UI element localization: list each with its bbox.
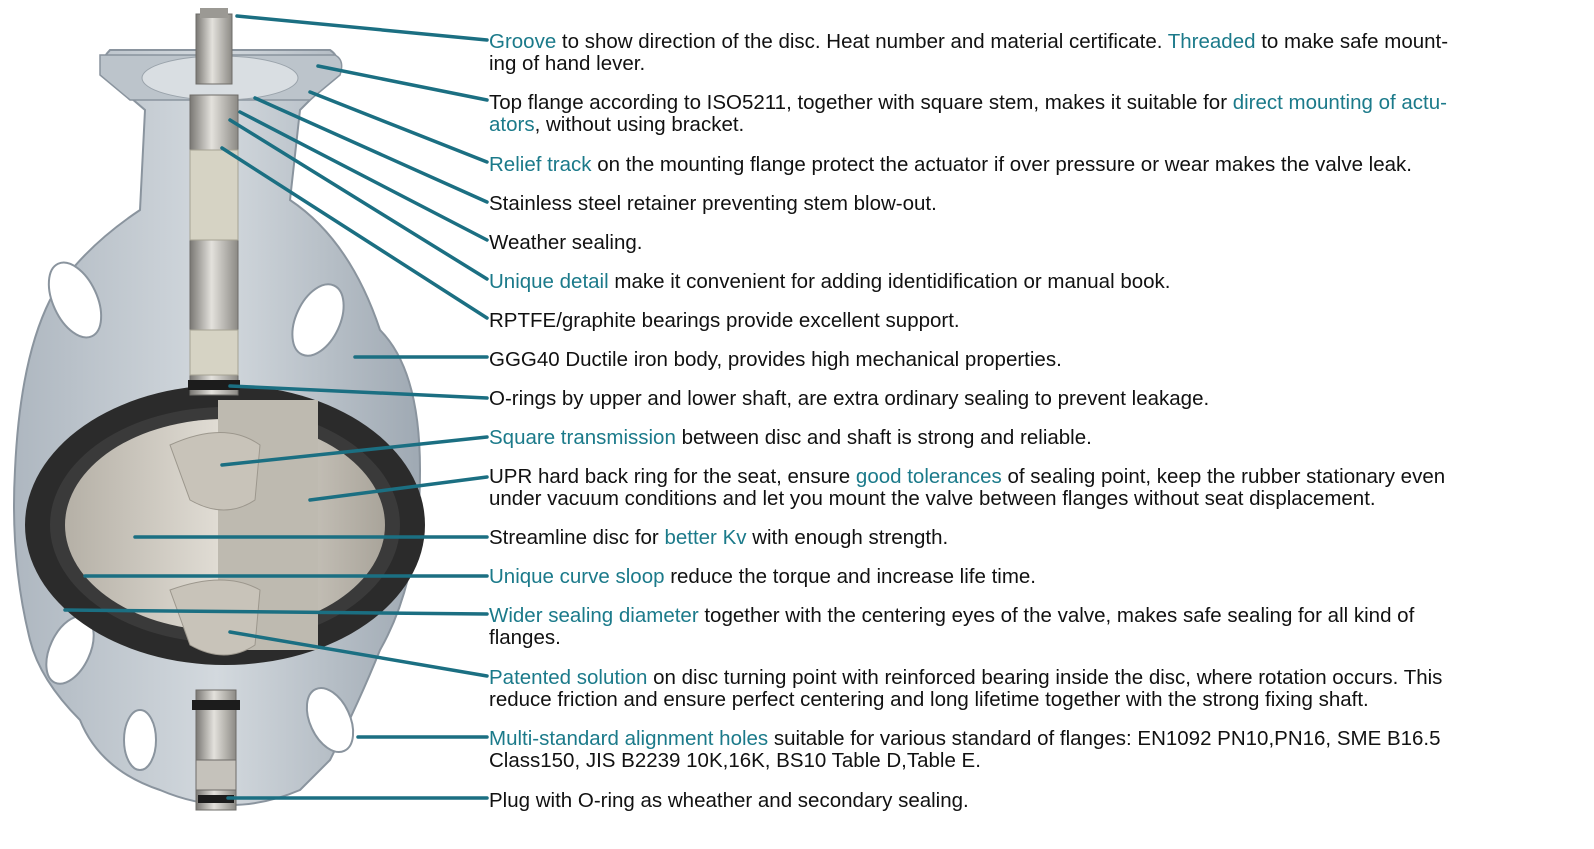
- callout-text: RPTFE/graphite bearings provide excellen…: [489, 309, 960, 332]
- callout-line: UPR hard back ring for the seat, ensure …: [489, 466, 1551, 488]
- callout-text: Streamline disc for: [489, 526, 665, 549]
- callout-text: O-rings by upper and lower shaft, are ex…: [489, 387, 1210, 410]
- callout-ductile-iron-body: GGG40 Ductile iron body, provides high m…: [489, 349, 1551, 371]
- callout-line: Stainless steel retainer preventing stem…: [489, 193, 1551, 215]
- callout-line: Groove to show direction of the disc. He…: [489, 31, 1551, 53]
- callout-o-rings: O-rings by upper and lower shaft, are ex…: [489, 388, 1551, 410]
- leader-line: [220, 146, 489, 320]
- callout-text: to show direction of the disc. Heat numb…: [556, 30, 1168, 53]
- leader-line: [308, 90, 489, 164]
- highlight-term: Square transmission: [489, 426, 676, 449]
- callout-text: Stainless steel retainer preventing stem…: [489, 192, 937, 215]
- highlight-term: ators: [489, 113, 535, 136]
- callout-text: Class150, JIS B2239 10K,16K, BS10 Table …: [489, 749, 981, 772]
- callout-text: between disc and shaft is strong and rel…: [675, 426, 1092, 449]
- leader-line: [220, 435, 489, 467]
- highlight-term: Relief track: [489, 153, 592, 176]
- highlight-term: Threaded: [1167, 30, 1256, 53]
- callout-top-flange: Top flange according to ISO5211, togethe…: [489, 92, 1551, 136]
- callout-sealing-diameter: Wider sealing diameter together with the…: [489, 605, 1551, 649]
- callout-plug: Plug with O-ring as wheather and seconda…: [489, 790, 1551, 812]
- callout-relief-track: Relief track on the mounting flange prot…: [489, 154, 1551, 176]
- callout-back-ring: UPR hard back ring for the seat, ensure …: [489, 466, 1551, 510]
- leader-line: [63, 608, 489, 616]
- leader-line: [238, 110, 489, 242]
- highlight-term: Groove: [489, 30, 557, 53]
- callout-line: RPTFE/graphite bearings provide excellen…: [489, 310, 1551, 332]
- callout-alignment-holes: Multi-standard alignment holes suitable …: [489, 728, 1551, 772]
- callout-line: Top flange according to ISO5211, togethe…: [489, 92, 1551, 114]
- leader-line: [308, 475, 489, 502]
- callout-line: GGG40 Ductile iron body, provides high m…: [489, 349, 1551, 371]
- callout-text: , without using bracket.: [534, 113, 745, 136]
- callout-text: with enough strength.: [746, 526, 949, 549]
- highlight-term: better Kv: [664, 526, 747, 549]
- highlight-term: Unique curve sloop: [489, 565, 665, 588]
- highlight-term: good tolerances: [855, 465, 1002, 488]
- callout-text: to make safe mount-: [1255, 30, 1449, 53]
- highlight-term: Patented solution: [489, 666, 648, 689]
- callout-unique-detail: Unique detail make it convenient for add…: [489, 271, 1551, 293]
- callout-streamline-disc: Streamline disc for better Kv with enoug…: [489, 527, 1551, 549]
- callout-line: Square transmission between disc and sha…: [489, 427, 1551, 449]
- callout-text: Plug with O-ring as wheather and seconda…: [489, 789, 969, 812]
- leader-line: [316, 64, 489, 102]
- highlight-term: Wider sealing diameter: [489, 604, 699, 627]
- callout-text: on disc turning point with reinforced be…: [647, 666, 1443, 689]
- highlight-term: Unique detail: [489, 270, 609, 293]
- callout-text: together with the centering eyes of the …: [698, 604, 1415, 627]
- disc: [65, 400, 385, 656]
- callout-weather-sealing: Weather sealing.: [489, 232, 1551, 254]
- callout-text: ing of hand lever.: [489, 52, 646, 75]
- callout-line: reduce friction and ensure perfect cente…: [489, 689, 1551, 711]
- callout-square-transmission: Square transmission between disc and sha…: [489, 427, 1551, 449]
- callout-text: under vacuum conditions and let you moun…: [489, 487, 1376, 510]
- callout-line: Patented solution on disc turning point …: [489, 667, 1551, 689]
- callout-line: ing of hand lever.: [489, 53, 1551, 75]
- callout-line: under vacuum conditions and let you moun…: [489, 488, 1551, 510]
- callout-line: Plug with O-ring as wheather and seconda…: [489, 790, 1551, 812]
- leader-line: [253, 96, 489, 204]
- highlight-term: Multi-standard alignment holes: [489, 727, 769, 750]
- callout-text: reduce friction and ensure perfect cente…: [489, 688, 1369, 711]
- callout-line: O-rings by upper and lower shaft, are ex…: [489, 388, 1551, 410]
- leader-line: [228, 118, 489, 281]
- callout-text: UPR hard back ring for the seat, ensure: [489, 465, 856, 488]
- callout-line: Class150, JIS B2239 10K,16K, BS10 Table …: [489, 750, 1551, 772]
- stem-shaft: [188, 8, 240, 811]
- callout-groove: Groove to show direction of the disc. He…: [489, 31, 1551, 75]
- callout-text: reduce the torque and increase life time…: [664, 565, 1036, 588]
- callout-line: Unique detail make it convenient for add…: [489, 271, 1551, 293]
- callout-text: GGG40 Ductile iron body, provides high m…: [489, 348, 1062, 371]
- callout-line: Wider sealing diameter together with the…: [489, 605, 1551, 627]
- callout-line: ators, without using bracket.: [489, 114, 1551, 136]
- callout-line: flanges.: [489, 627, 1551, 649]
- callout-patented-solution: Patented solution on disc turning point …: [489, 667, 1551, 711]
- callout-text: make it convenient for adding identidifi…: [608, 270, 1171, 293]
- callout-retainer: Stainless steel retainer preventing stem…: [489, 193, 1551, 215]
- callout-line: Multi-standard alignment holes suitable …: [489, 728, 1551, 750]
- callout-curve-sloop: Unique curve sloop reduce the torque and…: [489, 566, 1551, 588]
- leader-line: [228, 630, 489, 678]
- callout-text: of sealing point, keep the rubber statio…: [1001, 465, 1446, 488]
- leader-line: [235, 14, 489, 42]
- callout-line: Relief track on the mounting flange prot…: [489, 154, 1551, 176]
- callout-line: Weather sealing.: [489, 232, 1551, 254]
- callout-bearings: RPTFE/graphite bearings provide excellen…: [489, 310, 1551, 332]
- callout-line: Streamline disc for better Kv with enoug…: [489, 527, 1551, 549]
- callout-text: Top flange according to ISO5211, togethe…: [489, 91, 1233, 114]
- callout-text: on the mounting flange protect the actua…: [591, 153, 1412, 176]
- callout-text: flanges.: [489, 626, 561, 649]
- leader-line: [228, 384, 489, 400]
- callout-text: suitable for various standard of flanges…: [768, 727, 1441, 750]
- highlight-term: direct mounting of actu-: [1232, 91, 1447, 114]
- callout-line: Unique curve sloop reduce the torque and…: [489, 566, 1551, 588]
- callout-text: Weather sealing.: [489, 231, 643, 254]
